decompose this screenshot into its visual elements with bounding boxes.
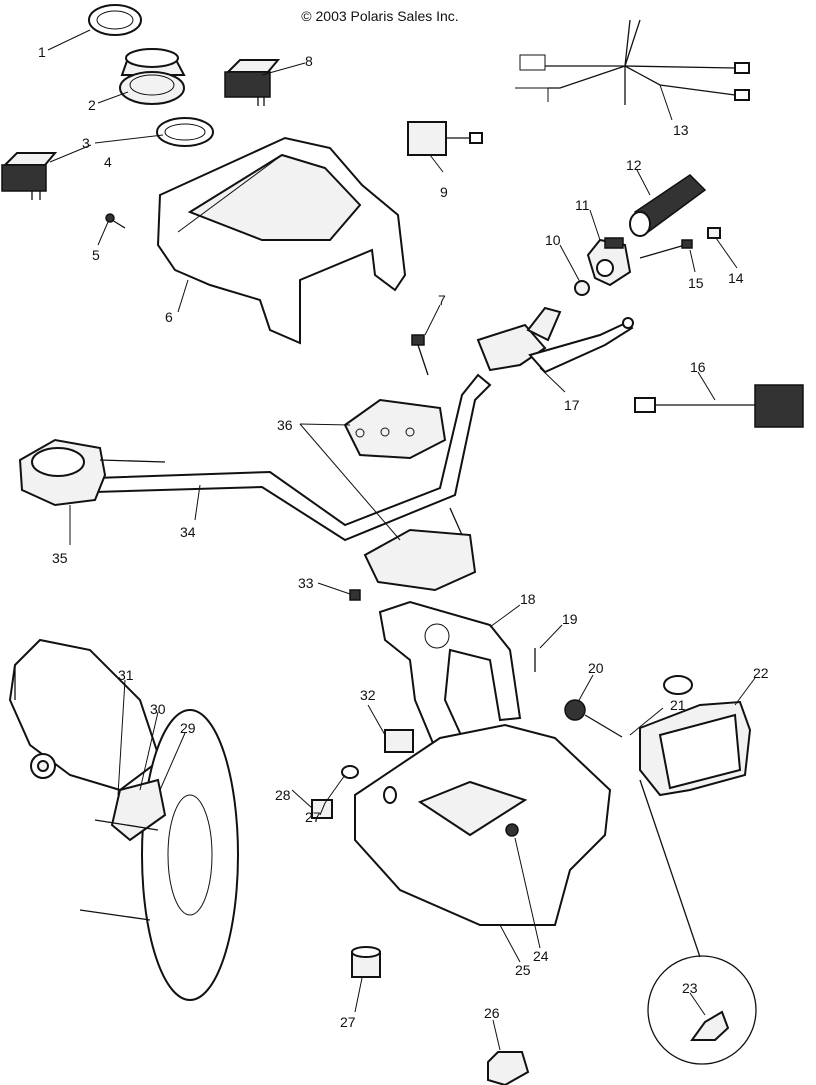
callout-17: 17	[564, 397, 580, 413]
callout-8: 8	[305, 53, 313, 69]
gauge-icon	[119, 48, 186, 105]
callout-29: 29	[180, 720, 196, 736]
screw-icon	[639, 239, 693, 259]
callout-10: 10	[545, 232, 561, 248]
gauge-ring-icon	[156, 117, 214, 147]
callout-33: 33	[298, 575, 314, 591]
bulb-icon	[663, 675, 693, 695]
switch-housing-icon	[586, 237, 632, 287]
callout-34: 34	[180, 524, 196, 540]
ring-icon	[341, 765, 359, 779]
callout-6: 6	[165, 309, 173, 325]
callout-4: 4	[104, 154, 112, 170]
callout-24: 24	[533, 948, 549, 964]
callout-27: 27	[305, 809, 321, 825]
wire-harness-icon	[515, 19, 750, 105]
headlight-icon	[639, 700, 752, 797]
screw-icon	[105, 213, 126, 229]
handlebar	[94, 373, 492, 542]
callout-18: 18	[520, 591, 536, 607]
brake-lever-icon	[476, 306, 634, 374]
callout-19: 19	[562, 611, 578, 627]
front-fork	[8, 638, 162, 792]
callout-7: 7	[438, 292, 446, 308]
callout-14: 14	[728, 270, 744, 286]
callout-3: 3	[82, 135, 90, 151]
handlebar-clamp-lower	[363, 507, 477, 592]
clip-icon	[707, 227, 721, 239]
gauge-ring-icon	[88, 4, 142, 36]
callout-23: 23	[682, 980, 698, 996]
callout-16: 16	[690, 359, 706, 375]
detail-view	[639, 779, 757, 1065]
callout-12: 12	[626, 157, 642, 173]
hose-clip-icon	[487, 1051, 530, 1085]
relay-module-icon	[224, 59, 281, 106]
callout-21: 21	[670, 697, 686, 713]
mounting-bracket	[378, 600, 522, 762]
callout-15: 15	[688, 275, 704, 291]
leader-lines	[47, 29, 756, 1051]
callout-13: 13	[673, 122, 689, 138]
connector-block-icon	[407, 121, 483, 156]
connector-plug-icon	[634, 384, 804, 428]
callout-35: 35	[52, 550, 68, 566]
callout-22: 22	[753, 665, 769, 681]
switch-icon	[384, 729, 414, 753]
master-cylinder-icon	[18, 438, 166, 507]
copyright-notice: © 2003 Polaris Sales Inc.	[301, 8, 459, 24]
callout-28: 28	[275, 787, 291, 803]
callout-2: 2	[88, 97, 96, 113]
switch-icon	[351, 946, 381, 978]
callout-25: 25	[515, 962, 531, 978]
lower-housing	[354, 723, 612, 926]
callout-1: 1	[38, 44, 46, 60]
callout-30: 30	[150, 701, 166, 717]
handlebar-clamp-upper	[343, 398, 447, 460]
nut-icon	[574, 280, 590, 296]
callout-20: 20	[588, 660, 604, 676]
clip-icon	[349, 589, 361, 601]
callout-36: 36	[277, 417, 293, 433]
adjuster-knob-icon	[564, 699, 623, 738]
callout-11: 11	[575, 197, 590, 213]
headlight-pod-cover	[156, 136, 407, 345]
callout-31: 31	[118, 667, 134, 683]
handlebar-grip-icon	[629, 174, 707, 237]
callout-32: 32	[360, 687, 376, 703]
brake-caliper-icon	[79, 778, 167, 921]
bolt-icon	[411, 334, 429, 376]
grommet-icon	[505, 823, 519, 837]
callout-27: 27	[340, 1014, 356, 1030]
brake-disc-icon	[141, 709, 239, 1001]
relay-module-icon	[1, 152, 58, 200]
callout-9: 9	[440, 184, 448, 200]
callout-5: 5	[92, 247, 100, 263]
callout-26: 26	[484, 1005, 500, 1021]
